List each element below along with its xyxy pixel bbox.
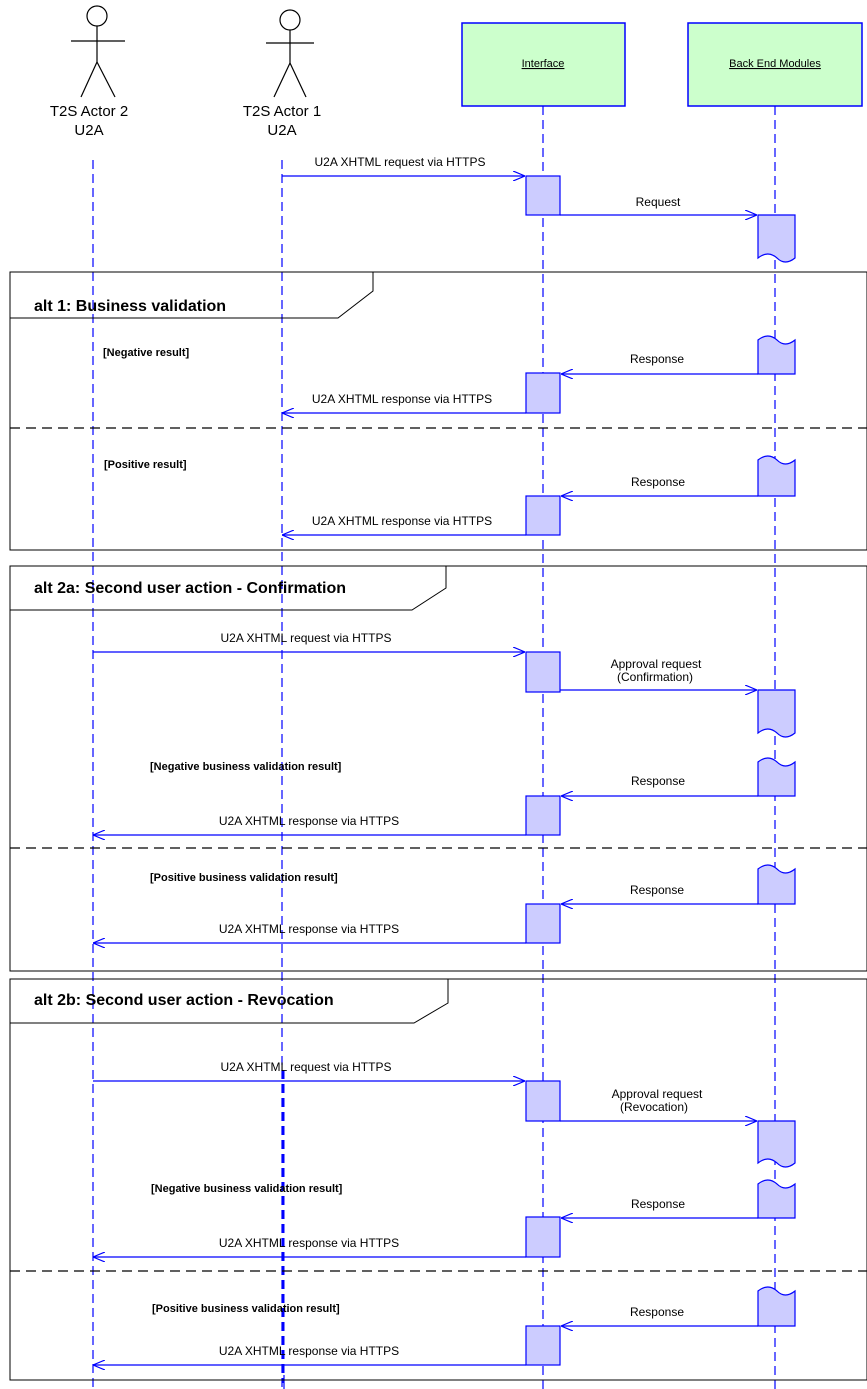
message-label: Response: [631, 475, 685, 489]
message-label: Request: [636, 195, 681, 209]
backend-activation: [757, 1179, 796, 1219]
actor1-name: T2S Actor 1: [243, 103, 321, 120]
interface-box: [461, 22, 626, 107]
message-label: U2A XHTML request via HTTPS: [221, 1060, 392, 1074]
message-label: Approval request: [611, 657, 702, 671]
message-label: U2A XHTML response via HTTPS: [219, 922, 399, 936]
backend-activation: [757, 455, 796, 497]
backend-box: [687, 22, 863, 107]
guard-positive-business: [Positive business validation result]: [150, 872, 338, 884]
message-label: U2A XHTML response via HTTPS: [312, 392, 492, 406]
message-label: U2A XHTML response via HTTPS: [219, 1236, 399, 1250]
interface-activation: [525, 1080, 561, 1122]
guard-negative-business: [Negative business validation result]: [150, 761, 342, 773]
interface-activation: [525, 495, 561, 536]
backend-activation: [757, 689, 796, 738]
interface-activation: [525, 651, 561, 693]
backend-activation: [757, 335, 796, 375]
message-label: (Revocation): [620, 1100, 688, 1114]
actor1-sub: U2A: [267, 122, 296, 139]
interface-label: Interface: [522, 58, 565, 70]
interface-activation: [525, 372, 561, 414]
guard-negative-business: [Negative business validation result]: [151, 1183, 343, 1195]
frame-alt2b: [9, 978, 867, 1381]
interface-activation: [525, 1325, 561, 1366]
frame-alt2a: [9, 565, 867, 972]
backend-activation: [757, 214, 796, 263]
frame-alt1-title: alt 1: Business validation: [34, 298, 226, 315]
message-label: Response: [631, 1197, 685, 1211]
interface-activation: [525, 175, 561, 216]
message-label: Response: [630, 883, 684, 897]
message-label: Response: [631, 774, 685, 788]
interface-activation: [525, 795, 561, 836]
backend-activation: [757, 757, 796, 797]
message-label: U2A XHTML response via HTTPS: [312, 514, 492, 528]
guard-positive: [Positive result]: [104, 459, 187, 471]
frame-alt1: [9, 271, 867, 551]
actor2-name: T2S Actor 2: [50, 103, 128, 120]
frame-alt2b-title: alt 2b: Second user action - Revocation: [34, 992, 334, 1009]
message-label: Response: [630, 1305, 684, 1319]
message-label: (Confirmation): [617, 670, 693, 684]
actor2-icon: [71, 5, 125, 98]
backend-activation: [757, 1120, 796, 1168]
message-label: U2A XHTML response via HTTPS: [219, 814, 399, 828]
actor2-sub: U2A: [74, 122, 103, 139]
frame-alt2a-title: alt 2a: Second user action - Confirmatio…: [34, 580, 346, 597]
interface-activation: [525, 1216, 561, 1258]
actor1-icon: [266, 9, 314, 98]
message-label: Approval request: [612, 1087, 703, 1101]
guard-positive-business: [Positive business validation result]: [152, 1303, 340, 1315]
backend-label: Back End Modules: [729, 58, 821, 70]
message-label: U2A XHTML request via HTTPS: [221, 631, 392, 645]
guard-negative: [Negative result]: [103, 347, 190, 359]
message-label: U2A XHTML response via HTTPS: [219, 1344, 399, 1358]
interface-activation: [525, 903, 561, 944]
backend-activation: [757, 864, 796, 905]
message-label: Response: [630, 352, 684, 366]
backend-activation: [757, 1286, 796, 1327]
message-label: U2A XHTML request via HTTPS: [315, 155, 486, 169]
